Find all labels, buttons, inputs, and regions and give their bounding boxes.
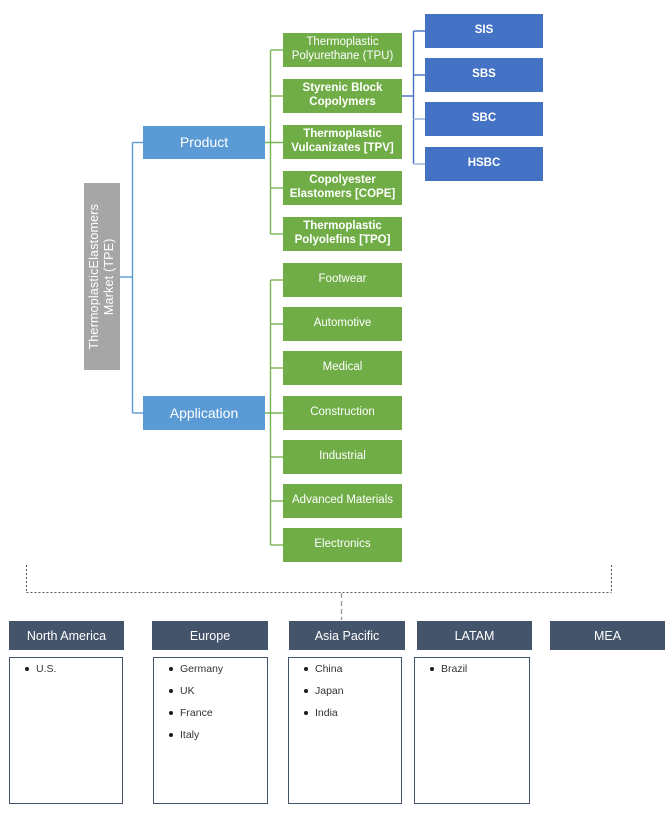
list-item: UK	[166, 680, 263, 702]
node-copolyester-elastomers: Copolyester Elastomers [COPE]	[283, 171, 402, 205]
list-item: Italy	[166, 724, 263, 746]
node-sbs: SBS	[425, 58, 543, 92]
region-list-europe: Germany UK France Italy	[153, 657, 268, 804]
node-sis: SIS	[425, 14, 543, 48]
list-item: India	[301, 702, 397, 724]
region-header-mea: MEA	[550, 621, 665, 650]
node-sbc: SBC	[425, 102, 543, 136]
list-item: Brazil	[427, 658, 525, 680]
node-footwear: Footwear	[283, 263, 402, 297]
region-header-north-america: North America	[9, 621, 124, 650]
region-list-asia-pacific: China Japan India	[288, 657, 402, 804]
region-header-asia-pacific: Asia Pacific	[289, 621, 405, 650]
node-electronics: Electronics	[283, 528, 402, 562]
list-item: Germany	[166, 658, 263, 680]
list-item: U.S.	[22, 658, 118, 680]
node-construction: Construction	[283, 396, 402, 430]
node-hsbc: HSBC	[425, 147, 543, 181]
application-bracket-connectors	[265, 279, 283, 546]
product-bracket-connectors	[265, 49, 283, 235]
region-dashed-bracket	[25, 565, 613, 594]
node-automotive: Automotive	[283, 307, 402, 341]
region-list-north-america: U.S.	[9, 657, 123, 804]
node-medical: Medical	[283, 351, 402, 385]
list-item: China	[301, 658, 397, 680]
node-thermoplastic-vulcanizates: Thermoplastic Vulcanizates [TPV]	[283, 125, 402, 159]
sub-bracket-connectors	[402, 30, 425, 164]
branch-product: Product	[143, 126, 265, 159]
list-item: France	[166, 702, 263, 724]
list-item: Japan	[301, 680, 397, 702]
branch-application: Application	[143, 396, 265, 430]
node-thermoplastic-polyurethane: Thermoplastic Polyurethane (TPU)	[283, 33, 402, 67]
node-styrenic-block-copolymers: Styrenic Block Copolymers	[283, 79, 402, 113]
region-header-latam: LATAM	[417, 621, 532, 650]
region-list-latam: Brazil	[414, 657, 530, 804]
root-branch-connectors	[120, 141, 143, 414]
root-node-tpe-market: ThermoplasticElastomers Market (TPE)	[84, 183, 120, 370]
sub-bracket-light-connectors	[413, 118, 425, 165]
node-industrial: Industrial	[283, 440, 402, 474]
node-advanced-materials: Advanced Materials	[283, 484, 402, 518]
region-header-europe: Europe	[152, 621, 268, 650]
node-thermoplastic-polyolefins: Thermoplastic Polyolefins [TPO]	[283, 217, 402, 251]
root-node-label: ThermoplasticElastomers Market (TPE)	[87, 203, 116, 350]
